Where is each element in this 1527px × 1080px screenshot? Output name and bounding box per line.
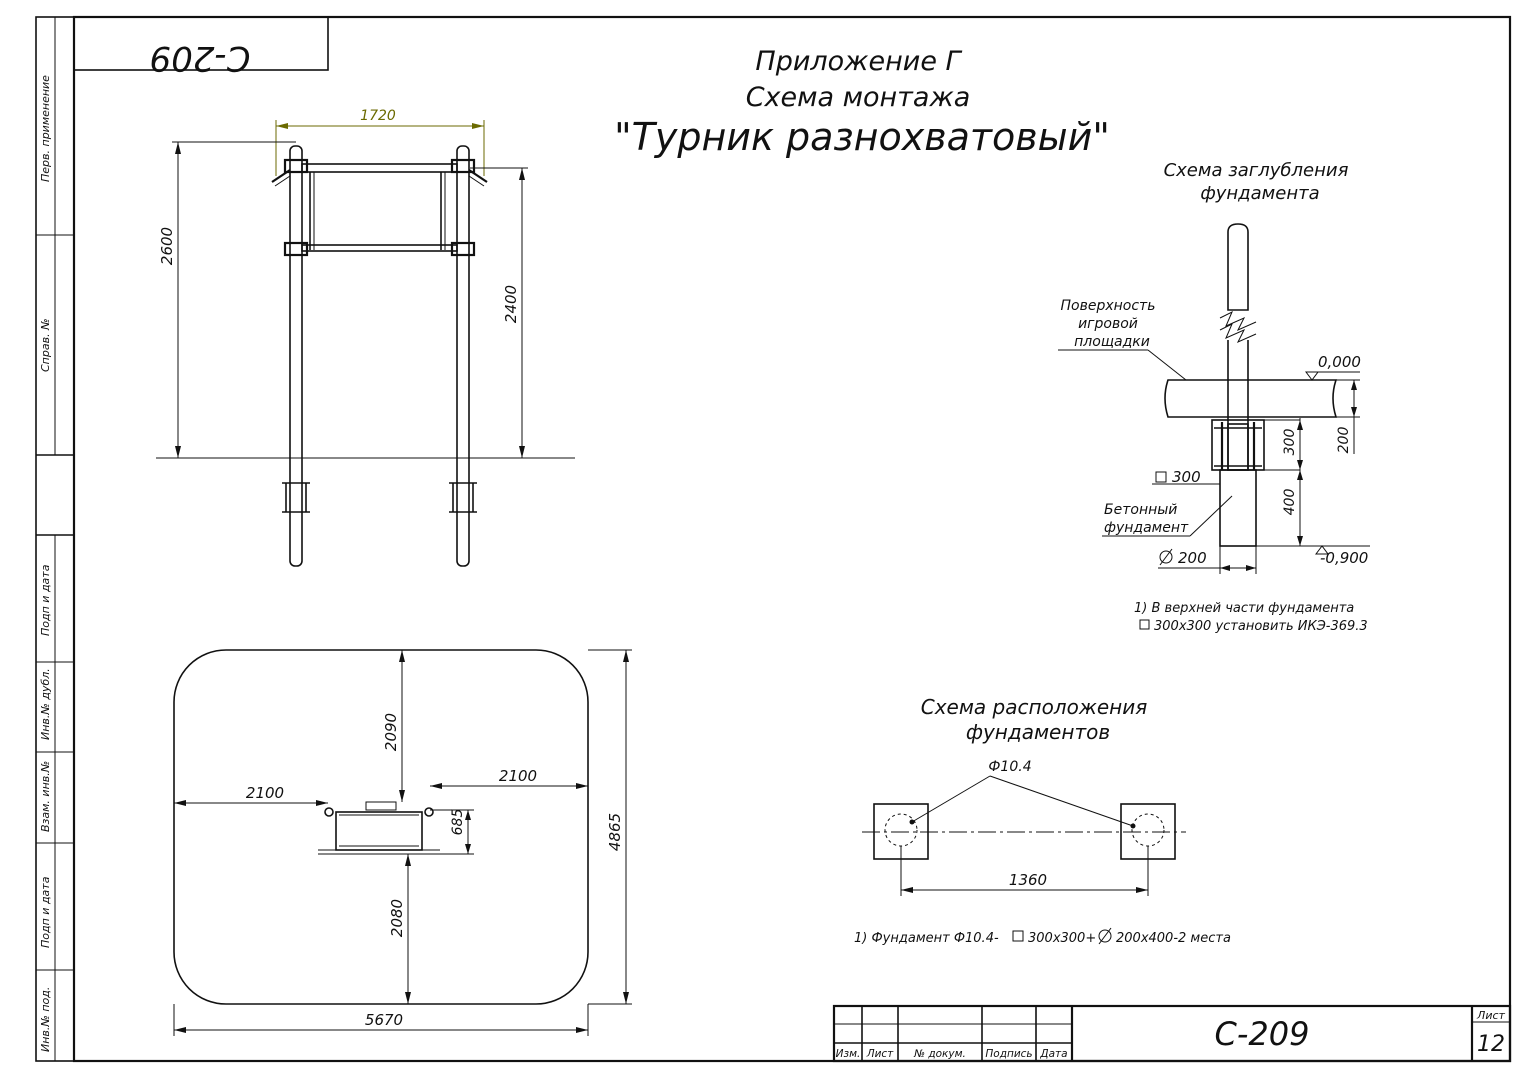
depth-title-2: фундамента [1200,183,1319,204]
dim-300: 300 [1282,429,1298,456]
layout-note-mid: 300х300+ [1028,931,1096,946]
layout-note-diameter [1098,929,1112,943]
level-top: 0,000 [1318,353,1361,371]
square-size: 300 [1172,468,1201,486]
dim-plan-depth: 685 [450,809,466,836]
depth-title-1: Схема заглубления [1164,160,1349,181]
layout-marker: Ф10.4 [988,759,1031,775]
surface-label-2: игровой [1078,316,1138,332]
dim-plan-total-width: 5670 [365,1011,403,1029]
stamp-sprav-no: Справ. № [39,318,52,372]
foundation-layout-scheme: Схема расположения фундаментов Ф10.4 136… [854,695,1231,946]
layout-note-prefix: 1) Фундамент Ф10.4- [854,931,999,946]
stamp-inv-pod: Инв.№ под. [39,987,52,1052]
dim-plan-bottom: 2080 [388,899,406,937]
col-podpis: Подпись [985,1048,1032,1060]
dim-plan-top: 2090 [382,713,400,751]
col-izm: Изм. [836,1048,861,1060]
diameter-symbol [1159,550,1173,564]
surface-label-1: Поверхность [1061,298,1156,314]
layout-note-square [1012,930,1024,942]
sheet-frame [35,15,1512,1063]
dim-width: 1720 [360,108,396,124]
front-view: 1720 2600 2400 [156,108,575,567]
sheet-number: 12 [1477,1032,1505,1057]
col-dokum: № докум. [913,1048,966,1060]
surface-label-3: площадки [1074,334,1150,350]
title-block: Изм. Лист № докум. Подпись Дата С-209 Ли… [832,1004,1512,1063]
col-list: Лист [866,1048,894,1060]
dim-total-height: 2600 [158,227,176,265]
layout-title-1: Схема расположения [921,695,1148,719]
dim-plan-left: 2100 [246,784,284,802]
dim-plan-total-height: 4865 [606,813,624,851]
depth-note-2: 300х300 установить ИКЭ-369.3 [1154,619,1368,634]
heading-line3: "Турник разнохватовый" [614,115,1110,159]
heading-line2: Схема монтажа [746,82,971,113]
title-code: С-209 [1215,1015,1310,1053]
layout-title-2: фундаментов [966,720,1110,744]
col-data: Дата [1039,1048,1067,1060]
foundation-depth-scheme: Схема заглубления фундамента Поверхность… [1058,160,1370,634]
level-bottom: -0,900 [1320,549,1368,567]
stamp-vzam-inv: Взам. инв.№ [39,761,52,832]
mirrored-code: С-209 [150,38,251,78]
stamp-podp-data-2: Подп и дата [39,876,52,948]
dim-plan-right: 2100 [499,767,537,785]
heading-line1: Приложение Г [755,46,962,77]
stamp-inv-dubl: Инв.№ дубл. [39,668,52,740]
stamp-podp-data-1: Подп и дата [39,564,52,636]
diameter-value: 200 [1178,549,1207,567]
concrete-label-1: Бетонный [1104,502,1177,518]
dim-200: 200 [1336,427,1352,454]
note-square-symbol [1139,619,1150,630]
mirrored-code-box: С-209 [73,16,329,78]
side-stamp: Перв. применение Справ. № Подп и дата Ин… [39,75,52,1052]
square-symbol [1155,471,1167,483]
layout-note-suffix: 200х400-2 места [1116,931,1231,946]
stamp-perv-primenenie: Перв. применение [39,75,52,182]
dim-bar-height: 2400 [502,285,520,323]
heading: Приложение Г Схема монтажа "Турник разно… [614,46,1110,159]
plan-view: 2100 2100 2090 2080 685 4865 [173,649,632,1036]
concrete-label-2: фундамент [1104,520,1189,536]
dim-400: 400 [1282,489,1298,516]
dim-span: 1360 [1009,871,1047,889]
depth-note-1: 1) В верхней части фундамента [1134,601,1354,616]
sheet-label: Лист [1476,1009,1505,1022]
